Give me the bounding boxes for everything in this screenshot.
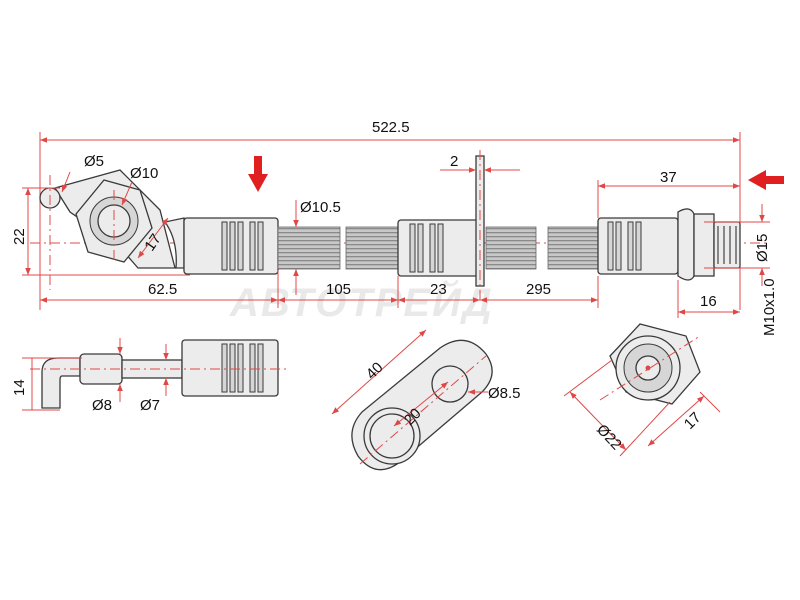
nut-diameter-label: Ø22 [593,421,625,453]
pipe-inner-label: Ø7 [140,397,160,414]
hose-segment-2b [547,226,599,270]
pipe-outer-label: Ø8 [92,397,112,414]
hose-diameter-label: Ø10.5 [300,199,341,216]
banjo-diameter-label: Ø10 [130,165,158,182]
hose-segment-1 [277,226,341,270]
end-fitting-right [677,208,741,281]
nut-end-view [599,323,701,405]
total-length-label: 522.5 [372,119,410,136]
left-offset-label: 62.5 [148,281,177,298]
bolt-hole-label: Ø5 [84,153,104,170]
nut-size-label: 17 [681,409,705,433]
hose-segment-1-label: 105 [326,281,351,298]
pipe-side-view [30,339,290,409]
end-length-label: 16 [700,293,717,310]
marker-arrow-left [748,170,784,190]
fitting-length-label: 37 [660,169,677,186]
bracket-thickness-dimension: 2 [440,153,520,173]
crimp-sleeve-left [183,217,279,275]
hose-segment-2 [485,226,537,270]
hose-segment-1b [345,226,399,270]
banjo-dimensions: 22 Ø5 Ø10 17 [11,153,190,276]
banjo-height-label: 22 [11,228,28,245]
banjo-width-label: 17 [141,231,164,254]
bracket-fitting [397,150,485,300]
marker-arrow-down [248,156,268,192]
thread-label: M10x1.0 [761,278,778,336]
hose-diameter-dimension: Ø10.5 [293,199,341,295]
overall-dimension: 522.5 [39,119,741,310]
watermark: АВТОТРЕЙД [229,278,494,325]
banjo-fitting [39,169,185,290]
bottom-dimension-chain: 62.5 105 23 295 [40,270,599,308]
pipe-height-label: 14 [11,379,28,396]
crimp-sleeve-right [597,217,679,275]
bracket-thickness-label: 2 [450,153,458,170]
fitting-diameter-label: Ø15 [754,234,771,262]
bracket-width-label: 23 [430,281,447,298]
pipe-dimensions: 14 Ø8 Ø7 [11,338,169,414]
right-end-dimensions: 37 Ø15 16 M10x1.0 [597,169,778,336]
plate-hole-label: Ø8.5 [488,385,521,402]
plate-length-label: 40 [363,359,387,383]
hose-segment-2-label: 295 [526,281,551,298]
